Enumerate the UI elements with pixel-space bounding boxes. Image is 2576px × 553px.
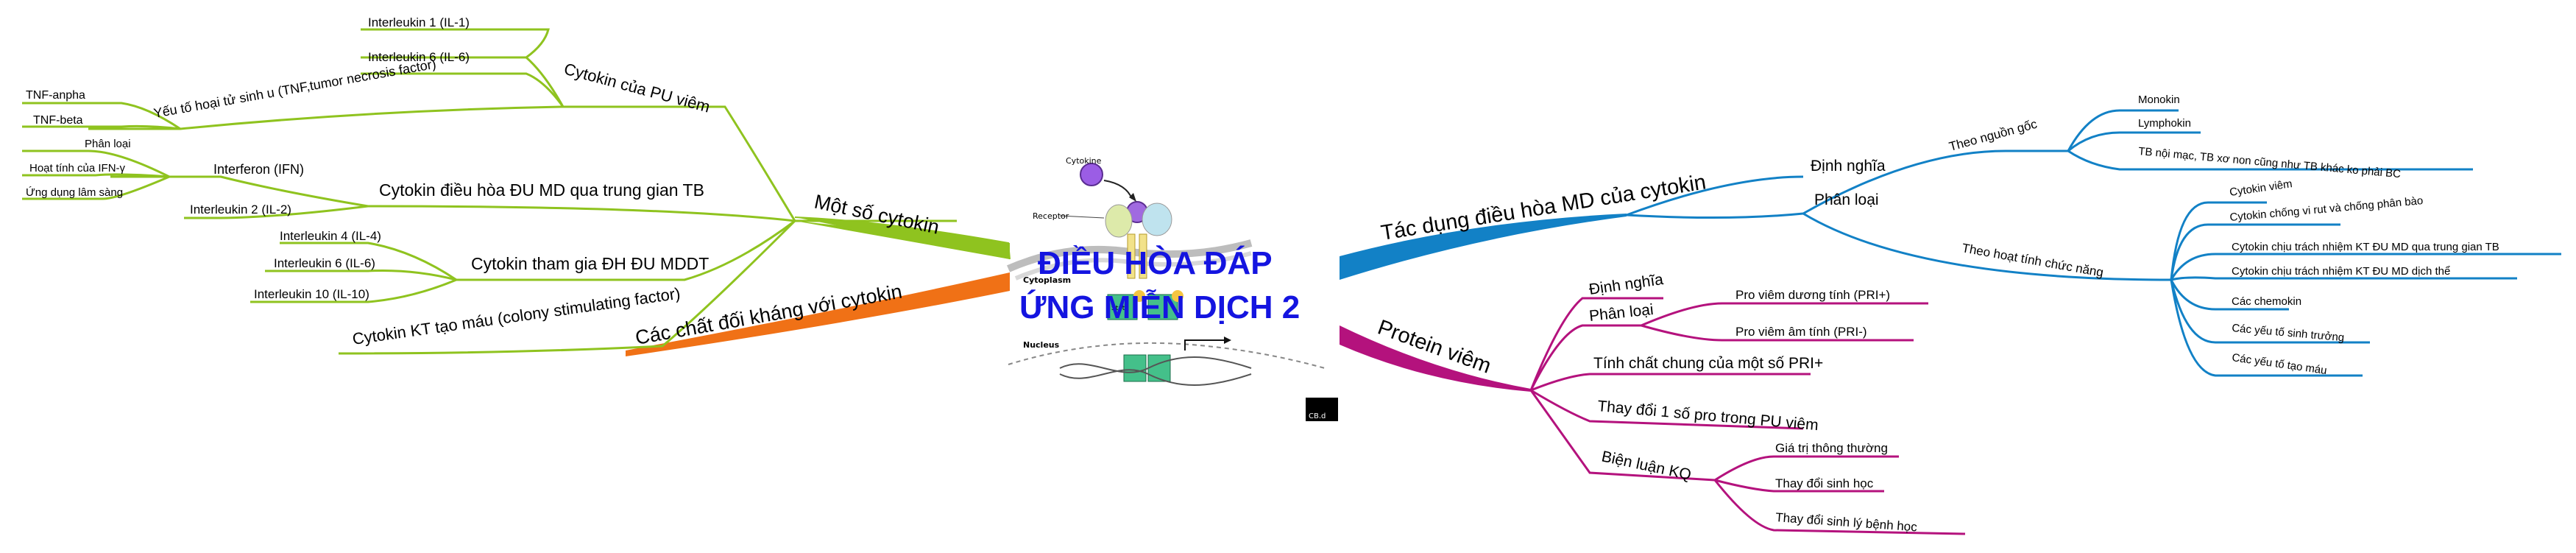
node-monokin[interactable]: Monokin	[2138, 94, 2180, 106]
node-gia-tri[interactable]: Giá trị thông thường	[1775, 441, 1888, 455]
node-il2[interactable]: Interleukin 2 (IL-2)	[190, 202, 291, 216]
node-interferon[interactable]: Interferon (IFN)	[213, 162, 304, 177]
node-tnf-anpha[interactable]: TNF-anpha	[26, 89, 85, 102]
node-tinh-chat[interactable]: Tính chất chung của một số PRI+	[1593, 355, 1823, 372]
title-line-2: ỨNG MIỄN DỊCH 2	[1019, 289, 1300, 325]
node-sinh-truong[interactable]: Các yếu tố sinh trưởng	[2232, 322, 2345, 344]
node-phan-loai-b[interactable]: Phân loại	[1588, 301, 1655, 325]
node-chemokin[interactable]: Các chemokin	[2232, 295, 2301, 308]
node-il4[interactable]: Interleukin 4 (IL-4)	[280, 229, 381, 243]
node-il10[interactable]: Interleukin 10 (IL-10)	[254, 287, 369, 301]
node-cytokin-kt-tao-mau[interactable]: Cytokin KT tạo máu (colony stimulating f…	[351, 284, 682, 348]
node-il6-a[interactable]: Interleukin 6 (IL-6)	[368, 50, 470, 64]
node-pri-minus[interactable]: Pro viêm âm tính (PRI-)	[1735, 325, 1867, 339]
stat-label: Stat	[1111, 305, 1125, 312]
cytoplasm-label: Cytoplasm	[1023, 275, 1071, 285]
node-dinh-nghia-b[interactable]: Định nghĩa	[1588, 271, 1664, 298]
dna-icon	[1059, 356, 1252, 373]
blue-branches	[1626, 109, 2561, 377]
nucleus-membrane	[1008, 342, 1326, 369]
node-kt-tgtb[interactable]: Cytokin chịu trách nhiệm KT ĐU MD qua tr…	[2232, 241, 2499, 253]
node-chong-virut[interactable]: Cytokin chống vi rut và chống phân bào	[2229, 194, 2424, 224]
cytokine-label: Cytokine	[1066, 156, 1102, 166]
corner-badge	[1306, 398, 1338, 421]
node-hoat-tinh-ifn[interactable]: Hoạt tính của IFN-γ	[29, 162, 126, 175]
node-tnf-beta[interactable]: TNF-beta	[33, 114, 83, 127]
trunk-tac-dung	[1340, 214, 1627, 280]
node-il6-b[interactable]: Interleukin 6 (IL-6)	[274, 256, 375, 270]
center-illustration: Cytokine Receptor Cytoplasm Nucleus Stat…	[1006, 156, 1338, 421]
receptor-icon	[1105, 204, 1133, 238]
node-dinh-nghia-a[interactable]: Định nghĩa	[1811, 158, 1886, 175]
node-cytokin-dh-tgtb[interactable]: Cytokin điều hòa ĐU MD qua trung gian TB	[379, 180, 704, 200]
node-tac-dung[interactable]: Tác dụng điều hòa MD của cytokin	[1379, 170, 1708, 244]
node-ung-dung[interactable]: Ứng dụng lâm sàng	[26, 186, 123, 199]
node-pri-plus[interactable]: Pro viêm dương tính (PRI+)	[1735, 288, 1890, 302]
trunk-doi-khang	[626, 272, 1010, 356]
corner-badge-text: CB.d	[1309, 412, 1326, 420]
node-tao-mau[interactable]: Các yếu tố tạo máu	[2231, 351, 2327, 377]
green-branches	[22, 28, 957, 355]
node-thay-doi[interactable]: Thay đổi 1 số pro trong PU viêm	[1597, 398, 1819, 434]
node-cytokin-mddt[interactable]: Cytokin tham gia ĐH ĐU MDDT	[471, 254, 709, 273]
node-bien-luan[interactable]: Biện luận KQ	[1600, 448, 1693, 483]
magenta-branches	[1529, 297, 1966, 535]
trunk-protein-viem	[1340, 325, 1531, 392]
node-il1[interactable]: Interleukin 1 (IL-1)	[368, 15, 470, 29]
node-thay-doi-sinh-hoc[interactable]: Thay đổi sinh học	[1775, 476, 1874, 490]
node-tb-noi-mac[interactable]: TB nội mạc, TB xơ non cũng như TB khác k…	[2138, 145, 2402, 180]
node-tnf[interactable]: Yếu tố hoại tử sinh u (TNF,tumor necrosi…	[152, 57, 437, 121]
node-phan-loai-ifn[interactable]: Phân loại	[85, 138, 131, 150]
node-cytokin-viem[interactable]: Cytokin viêm	[2229, 177, 2293, 199]
node-phan-loai-a[interactable]: Phân loại	[1814, 191, 1879, 208]
title-line-1: ĐIỀU HÒA ĐÁP	[1038, 244, 1273, 281]
node-nguon-goc[interactable]: Theo nguồn gốc	[1947, 117, 2039, 154]
cytokine-icon	[1080, 163, 1103, 186]
receptor-label: Receptor	[1033, 211, 1069, 221]
node-kt-dich-the[interactable]: Cytokin chịu trách nhiệm KT ĐU MD dịch t…	[2232, 265, 2450, 278]
stat-icon	[1107, 294, 1138, 320]
nucleus-label: Nucleus	[1023, 340, 1060, 350]
node-lymphokin[interactable]: Lymphokin	[2138, 117, 2191, 130]
